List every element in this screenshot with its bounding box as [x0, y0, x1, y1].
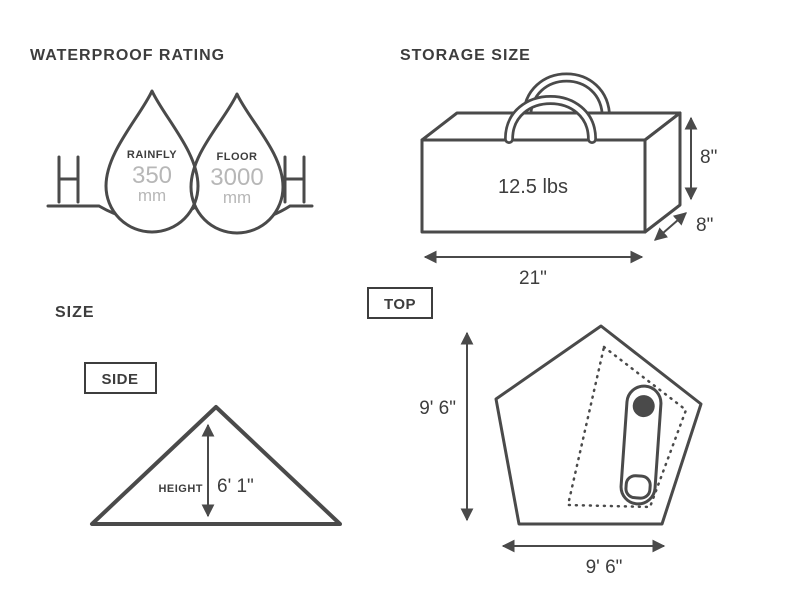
bag-height-value: 8": [700, 147, 717, 168]
floor-drop-icon: [189, 92, 285, 235]
size-side-section: SIZE SIDE HEIGHT 6' 1": [55, 304, 342, 526]
top-tag-box: [367, 287, 433, 319]
right-h-mark: [283, 155, 306, 204]
tent-height-label: HEIGHT: [158, 483, 203, 495]
bag-front-handle-inner: [506, 97, 595, 142]
waterproof-rating-title: WATERPROOF RATING: [30, 47, 225, 64]
floor-value: 3000: [210, 164, 263, 191]
floor-unit: mm: [223, 188, 251, 207]
top-height-value: 9' 6": [419, 398, 456, 419]
top-view-pentagon: [494, 324, 703, 526]
bag-front-face: [420, 138, 647, 234]
inner-floor-dashed-outline: [566, 345, 688, 509]
size-top-section: TOP 9' 6" 9' 6": [367, 287, 703, 578]
floor-drop-fill: [191, 94, 283, 233]
side-tag-label: SIDE: [101, 371, 138, 388]
waterproof-rating-section: WATERPROOF RATING RAINFLY 350 mm FLOOR 3…: [30, 47, 314, 235]
storage-size-title: STORAGE SIZE: [400, 47, 531, 64]
floor-label: FLOOR: [217, 151, 258, 163]
rainfly-drop-icon: [104, 89, 200, 234]
bag-weight-label: 12.5 lbs: [498, 176, 568, 198]
sleeping-bag-head: [632, 395, 655, 418]
rainfly-value: 350: [132, 162, 172, 189]
rainfly-unit: mm: [138, 186, 166, 205]
top-tag-label: TOP: [384, 296, 416, 313]
rainfly-drop-fill: [106, 91, 198, 232]
storage-size-section: STORAGE SIZE 12.5 lbs 8" 8" 21": [400, 47, 717, 289]
bag-width-value: 21": [519, 268, 547, 289]
sleeping-bag-foot: [624, 474, 652, 500]
side-tag-box: [84, 362, 157, 394]
size-title: SIZE: [55, 304, 95, 321]
top-width-value: 9' 6": [586, 557, 623, 578]
bag-top-face: [420, 111, 682, 142]
bag-depth-arrow: [654, 212, 687, 241]
sleeping-bag-body: [619, 384, 663, 506]
rainfly-label: RAINFLY: [127, 149, 177, 161]
left-h-mark: [57, 155, 80, 204]
tent-height-value: 6' 1": [217, 476, 254, 497]
sleeping-bag-icon: [619, 384, 663, 506]
side-view-triangle: [90, 405, 342, 526]
bag-depth-value: 8": [696, 215, 713, 236]
